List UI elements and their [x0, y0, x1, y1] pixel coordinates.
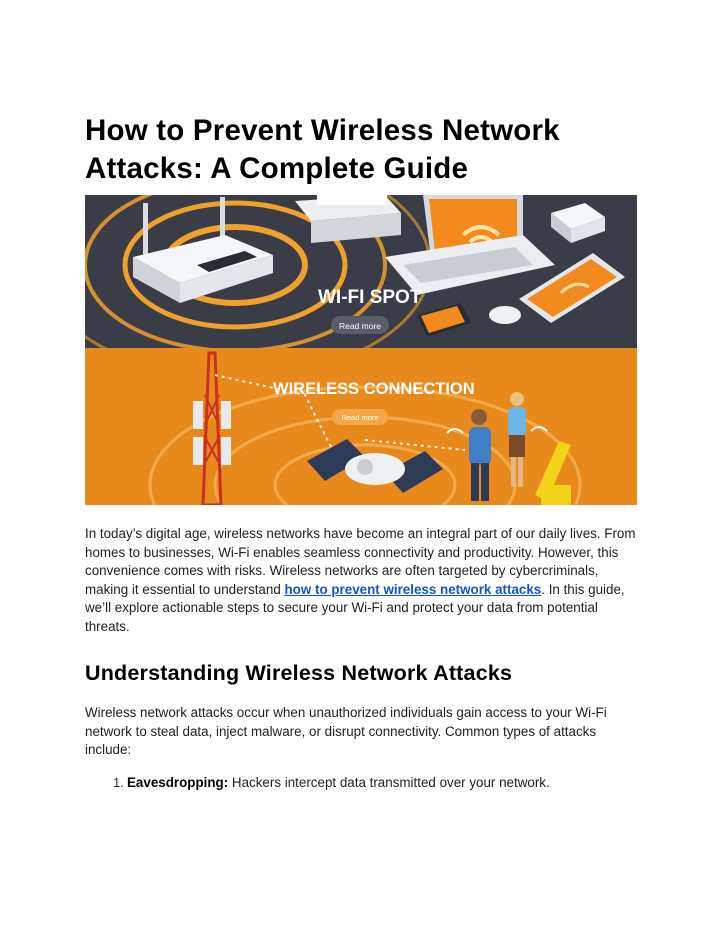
hero-bottom-read-more	[332, 409, 388, 425]
svg-text:Read more: Read more	[339, 321, 381, 331]
hub-icon	[551, 203, 605, 243]
list-item: Eavesdropping: Hackers intercept data tr…	[127, 774, 637, 793]
person-woman-icon	[508, 392, 526, 487]
tablet-icon	[519, 253, 625, 323]
phone-icon	[417, 303, 471, 337]
router-icon	[133, 197, 273, 303]
mouse-icon	[489, 306, 521, 324]
kiosk-icon	[535, 441, 571, 505]
attack-types-list: Eavesdropping: Hackers intercept data tr…	[85, 774, 637, 793]
section-heading: Understanding Wireless Network Attacks	[85, 661, 513, 685]
hero-image: WI-FI SPOT Read more	[85, 195, 637, 505]
laptop-icon	[385, 195, 555, 295]
cell-tower-icon	[193, 351, 231, 505]
hero-top-banner-text: WI-FI SPOT	[318, 287, 422, 308]
printer-icon	[295, 195, 401, 243]
article-title: How to Prevent Wireless Network Attacks:…	[85, 114, 560, 185]
prevent-attacks-link[interactable]: how to prevent wireless network attacks	[284, 581, 542, 597]
satellite-icon	[307, 439, 443, 493]
person-man-icon	[469, 409, 491, 501]
section-paragraph: Wireless network attacks occur when unau…	[85, 705, 607, 757]
wifi-small-icon	[530, 426, 548, 432]
hero-top-read-more	[331, 316, 389, 334]
svg-text:Read more: Read more	[341, 413, 378, 422]
document-page: How to Prevent Wireless Network Attacks:…	[85, 112, 637, 792]
hero-bottom-banner-text: WIRELESS CONNECTION	[273, 380, 475, 398]
intro-paragraph: In today’s digital age, wireless network…	[85, 526, 636, 634]
